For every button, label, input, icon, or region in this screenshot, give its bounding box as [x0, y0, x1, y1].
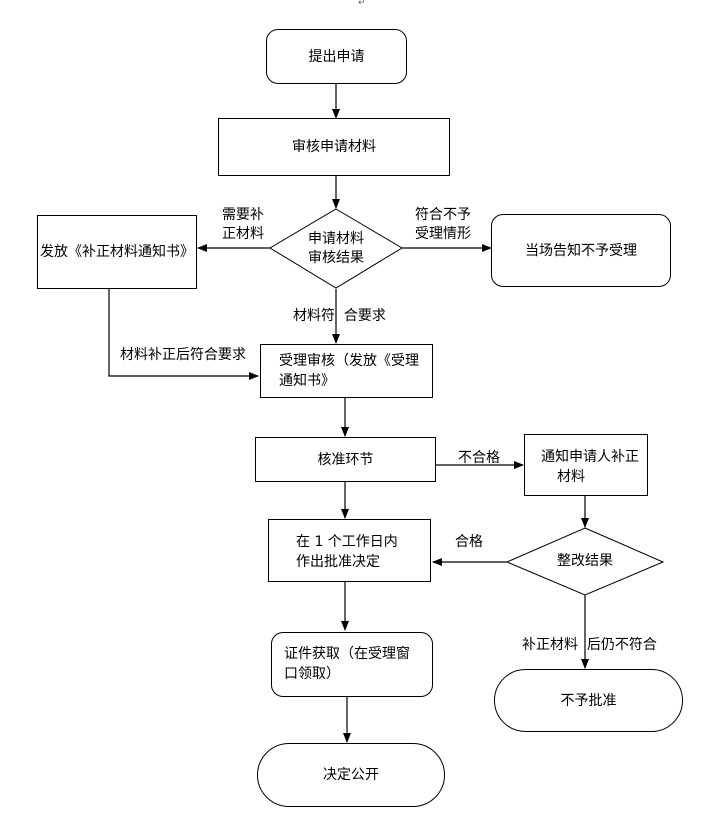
corner-mark: ↵	[358, 0, 366, 8]
publish-decision-node: 决定公开	[257, 743, 445, 807]
rectify-result-label: 整改结果	[557, 553, 613, 569]
submit-application-node: 提出申请	[266, 29, 407, 84]
need-supplement-line2: 正材料	[222, 226, 264, 242]
decision-line1: 在 1 个工作日内	[296, 534, 398, 550]
review-result-label: 申请材料 审核结果	[296, 230, 376, 268]
certificate-line2: 口领取）	[284, 666, 340, 682]
review-materials-label: 审核申请材料	[292, 139, 376, 155]
submit-application-label: 提出申请	[308, 48, 365, 65]
accept-review-node: 受理审核（发放《受理 通知书》	[260, 344, 433, 398]
certificate-collection-node: 证件获取（在受理窗 口领取）	[271, 632, 433, 697]
not-approved-label: 不予批准	[560, 692, 617, 709]
notify-supplement-line1: 通知申请人补正	[541, 449, 639, 465]
notify-supplement-node: 通知申请人补正 材料	[524, 434, 648, 496]
approval-step-label: 核准环节	[317, 451, 374, 468]
not-approved-node: 不予批准	[494, 669, 683, 732]
review-result-line2: 审核结果	[308, 250, 364, 266]
edge-label-not-accept: 符合不予 受理情形	[415, 206, 471, 244]
rectify-result-diamond	[505, 527, 665, 596]
notify-supplement-line2: 材料	[557, 469, 585, 485]
notify-not-accepted-node: 当场告知不予受理	[491, 214, 671, 287]
arrow-notice-to-accept	[108, 289, 259, 380]
issue-supplement-notice-node: 发放《补正材料通知书》	[37, 215, 197, 289]
need-supplement-line1: 需要补	[222, 207, 264, 223]
accept-review-line1: 受理审核（发放《受理	[279, 353, 419, 369]
publish-decision-label: 决定公开	[323, 767, 379, 783]
notify-not-accepted-label: 当场告知不予受理	[525, 242, 637, 259]
decision-node: 在 1 个工作日内 作出批准决定	[268, 519, 431, 582]
approval-step-node: 核准环节	[255, 437, 436, 482]
edge-label-pass: 合格	[455, 534, 483, 550]
review-result-line1: 申请材料	[308, 231, 364, 247]
review-materials-node: 审核申请材料	[218, 118, 450, 176]
edge-label-still-fail: 补正材料 后仍不符合	[522, 637, 657, 653]
decision-line2: 作出批准决定	[296, 554, 380, 570]
certificate-line1: 证件获取（在受理窗	[284, 646, 410, 662]
edge-label-need-supplement: 需要补 正材料	[222, 206, 264, 244]
not-accept-line2: 受理情形	[415, 226, 471, 242]
accept-review-line2: 通知书》	[279, 373, 335, 389]
issue-supplement-notice-label: 发放《补正材料通知书》	[40, 244, 194, 260]
not-accept-line1: 符合不予	[415, 207, 471, 223]
edge-label-after-supplement: 材料补正后符合要求	[120, 347, 246, 363]
edge-label-meets-requirements: 材料符 合要求	[293, 308, 386, 324]
edge-label-fail: 不合格	[458, 450, 500, 466]
review-result-diamond	[269, 208, 403, 289]
